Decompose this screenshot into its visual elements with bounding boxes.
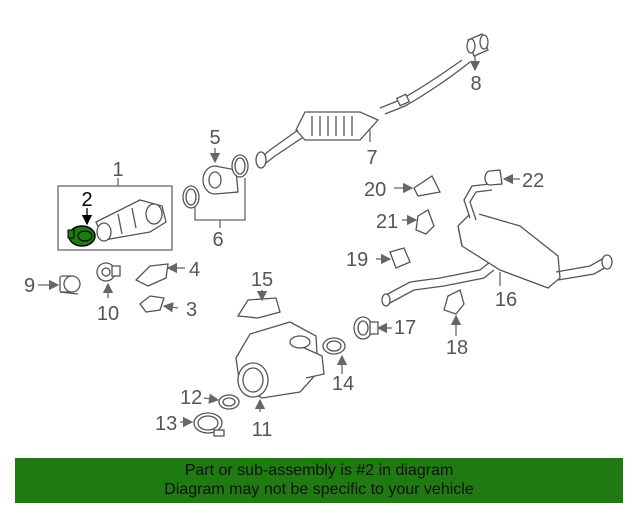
callout-7: 7 xyxy=(366,147,377,169)
part-12-gasket xyxy=(218,394,240,410)
part-10-clamp xyxy=(96,262,121,282)
callout-1: 1 xyxy=(112,159,123,181)
part-1-box xyxy=(57,185,173,251)
callout-12: 12 xyxy=(180,387,202,409)
part-2-clamp-highlighted xyxy=(67,225,96,247)
part-20-heat-shield xyxy=(413,175,441,197)
callout-20: 20 xyxy=(364,179,386,201)
callout-13: 13 xyxy=(155,413,177,435)
part-3-bracket xyxy=(139,295,165,313)
callout-4: 4 xyxy=(189,259,200,281)
callout-6: 6 xyxy=(212,229,223,251)
leader-3 xyxy=(162,302,179,313)
callout-14: 14 xyxy=(332,373,354,395)
callout-19: 19 xyxy=(346,249,368,271)
leader-12 xyxy=(203,393,220,404)
callout-21: 21 xyxy=(376,211,398,233)
callout-22: 22 xyxy=(522,170,544,192)
callout-labels: 1 2 3 4 5 6 7 8 9 10 11 12 13 14 15 16 1… xyxy=(24,73,544,441)
callout-11: 11 xyxy=(252,419,273,441)
part-14-clamp xyxy=(322,337,346,355)
part-11-particulate-filter xyxy=(235,321,325,399)
part-7-front-pipe xyxy=(255,59,471,169)
banner-line-disclaimer: Diagram may not be specific to your vehi… xyxy=(164,481,474,498)
callout-2: 2 xyxy=(81,189,92,211)
callout-8: 8 xyxy=(470,73,481,95)
part-1-converter xyxy=(95,199,167,242)
callout-17: 17 xyxy=(394,317,416,339)
part-9-sensor xyxy=(59,275,81,295)
part-13-clamp xyxy=(193,412,225,437)
part-22-tip xyxy=(484,169,503,186)
banner-line-part: Part or sub-assembly is #2 in diagram xyxy=(184,462,454,479)
callout-9: 9 xyxy=(24,275,35,297)
part-16-muffler xyxy=(381,183,613,307)
callout-3: 3 xyxy=(186,299,197,321)
part-15-heat-shield xyxy=(236,297,281,319)
part-21-hanger xyxy=(415,209,435,235)
info-banner: Part or sub-assembly is #2 in diagram Di… xyxy=(15,458,623,503)
part-5-outlet xyxy=(202,165,239,195)
part-6-gaskets xyxy=(182,154,249,209)
callout-5: 5 xyxy=(209,127,220,149)
part-19-bracket xyxy=(389,247,411,269)
callout-15: 15 xyxy=(251,269,273,291)
part-18-hanger xyxy=(443,289,465,315)
part-8-connector xyxy=(466,33,489,57)
part-4-heat-shield xyxy=(134,263,169,287)
callout-10: 10 xyxy=(97,303,119,325)
callout-16: 16 xyxy=(495,289,517,311)
callout-18: 18 xyxy=(446,337,468,359)
part-17-clamp xyxy=(353,316,379,340)
